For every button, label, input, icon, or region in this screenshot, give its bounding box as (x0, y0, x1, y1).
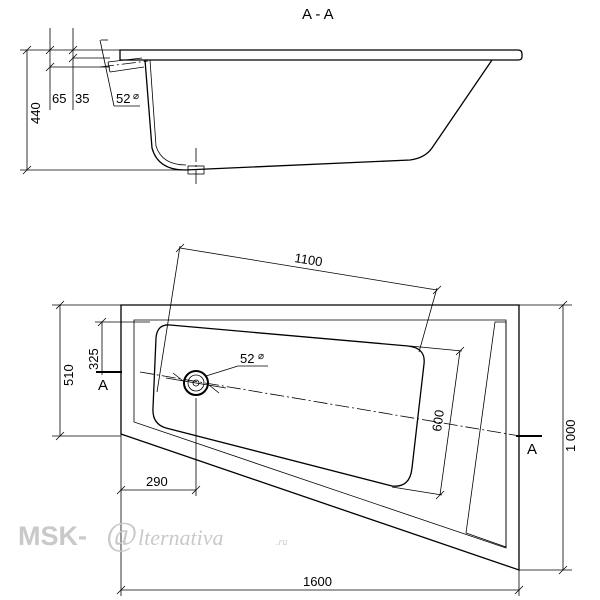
dim-total-width: 1 000 (519, 300, 578, 575)
dim-height: 440 (20, 45, 185, 175)
dim-total-length: 1600 (116, 434, 524, 596)
dim-drain-dia: 52 ⌀ (205, 351, 268, 377)
overflow-fitting (99, 57, 149, 73)
dim-overflow-dia-label: 52 (116, 91, 130, 106)
watermark-prefix: MSK- (18, 521, 87, 551)
dim-total-width-label: 1 000 (563, 419, 578, 452)
section-mark-label-left: A (98, 377, 108, 394)
watermark-logo: MSK- @ lternativa .ru (18, 516, 287, 553)
dim-drain-offset-y: 325 (86, 317, 150, 375)
tub-rim (119, 49, 523, 61)
section-view: A - A 440 (20, 6, 523, 186)
dim-drain-offset-y-label: 325 (86, 348, 101, 370)
dim-overflow-dia: 52 ⌀ (99, 39, 140, 107)
basin-outline (152, 324, 425, 487)
dim-left-height-label: 510 (61, 364, 76, 386)
dim-drain-offset-x: 290 (116, 398, 201, 496)
dim-offset-1: 65 (45, 28, 110, 110)
plan-view: A A 52 ⌀ 1100 (52, 243, 578, 596)
dim-offset-2-label: 35 (75, 91, 89, 106)
dim-length-inner-label: 1100 (294, 250, 324, 269)
dim-width-inner: 600 (391, 345, 465, 500)
section-title: A - A (302, 6, 334, 23)
watermark-tld: .ru (276, 537, 287, 548)
drain-icon (165, 370, 227, 396)
dim-height-label: 440 (28, 102, 43, 124)
dim-offset-2: 35 (68, 28, 110, 110)
dim-width-inner-label: 600 (429, 409, 447, 433)
dim-length-inner: 1100 (156, 243, 442, 393)
tub-body-inner (149, 59, 187, 166)
dim-total-length-label: 1600 (303, 574, 332, 589)
rim-inner-line (133, 319, 507, 549)
dia-symbol: ⌀ (133, 91, 139, 102)
dim-left-height: 510 (52, 300, 121, 441)
dim-drain-dia-label: 52 (240, 351, 254, 366)
dim-drain-offset-x-label: 290 (146, 474, 168, 489)
tub-body-outer (144, 59, 493, 171)
watermark-suffix: lternativa (138, 525, 224, 550)
side-panel (465, 321, 507, 548)
dim-offset-1-label: 65 (52, 91, 66, 106)
section-centerline (139, 371, 521, 437)
watermark-at: @ (106, 516, 137, 553)
dia-symbol-plan: ⌀ (258, 351, 264, 362)
section-mark-label-right: A (527, 441, 537, 458)
drain-fitting (187, 148, 205, 186)
